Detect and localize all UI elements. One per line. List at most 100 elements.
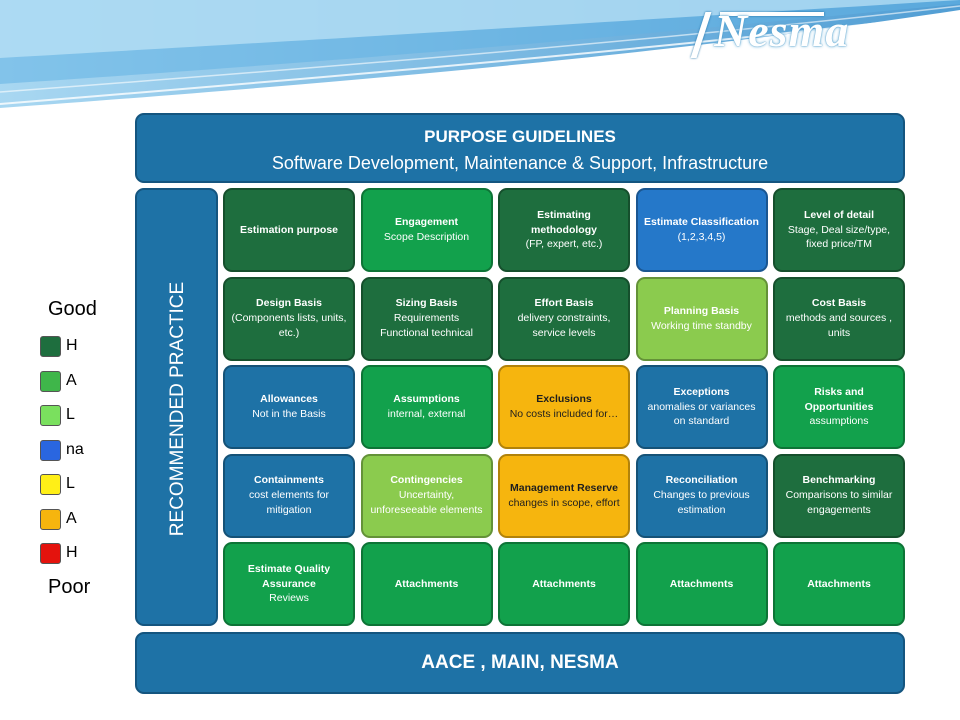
legend-item-label: H [66,544,78,561]
practice-cell-title: Exclusions [536,393,592,406]
legend-swatch-icon [40,508,61,530]
legend-item-label: A [66,509,77,527]
legend-item-label: A [66,371,77,389]
legend-item: A [40,508,130,531]
practice-cell-title: Attachments [394,577,459,590]
legend-swatch-icon [40,474,61,495]
practice-cell-description: internal, external [387,408,466,420]
practice-cell-description: Working time standby [651,319,752,332]
practice-cell-title: Estimating methodology [531,208,597,236]
practice-cell-title: Management Reserve [510,481,618,494]
practice-cell-title: Assumptions [393,393,460,406]
practice-cell-title: Estimation purpose [239,223,338,236]
practice-cell-title: Benchmarking [802,474,876,487]
practice-cell-title: Allowances [260,393,318,406]
practice-cell: Exceptions anomalies or variances on stan… [635,365,768,449]
practice-cell-title: Estimate Quality Assurance [247,562,331,590]
legend-swatch-icon [40,370,61,392]
practice-cell: Management Reserve changes in scope, effo… [498,453,630,538]
nesma-logo: Nesma [714,5,850,56]
legend-item: L [40,405,130,427]
practice-cell: Attachments [498,542,630,626]
legend-item: L [40,474,130,496]
practice-cell-title: Design Basis [256,297,322,310]
practice-cell-description: changes in scope, effort [508,496,620,509]
recommended-practice-label: RECOMMENDED PRACTICE [167,281,188,537]
practice-cell-title: Exceptions [673,385,730,398]
practice-cell-description: Scope Description [383,231,470,243]
practice-cell-description: Reviews [269,592,309,605]
practice-cell-description: Not in the Basis [252,408,326,420]
practice-cell-title: Containments [253,474,324,487]
practice-cell-title: Estimate Classification [644,216,759,229]
practice-cell-description: Requirements Functional technical [380,312,473,339]
practice-cell: Estimation purpose [223,188,355,272]
practice-cell-title: Sizing Basis [395,297,458,310]
practice-cell-title: Planning Basis [663,304,740,317]
legend-item: na [40,439,130,462]
legend-swatch-icon [40,336,61,357]
practice-cell-description: (FP, expert, etc.) [525,238,603,251]
practice-cell: Containments cost elements for mitigation [223,453,355,538]
practice-cell: Estimate Classification (1,2,3,4,5) [635,188,768,272]
footer-text: AACE , MAIN, NESMA [421,652,619,673]
legend-swatch-icon [40,405,61,426]
legend-item-label: na [66,440,84,458]
practice-cell: Risks and Opportunities assumptions [773,365,905,449]
practice-cell-description: Stage, Deal size/type, fixed price/TM [787,223,891,251]
practice-cell-title: Attachments [807,577,871,590]
legend-item-label: L [66,406,75,423]
practice-cell-title: Contingencies [390,474,463,487]
header-subtitle: Software Development, Maintenance & Supp… [271,153,769,173]
background-waves [0,0,960,108]
legend-good-label: Good [48,298,97,320]
legend-item-label: H [66,337,78,354]
practice-cell: Attachments [773,542,905,626]
practice-cell: Estimating methodology (FP, expert, etc.) [498,188,630,272]
practice-cell-title: Risks and Opportunities [804,385,874,413]
sources-footer: AACE , MAIN, NESMA [135,632,905,694]
practice-cell-description: No costs included for… [509,408,619,420]
practice-cell-title: Cost Basis [811,297,867,310]
legend-item: A [40,370,130,393]
practice-cell-description: Uncertainty, unforeseeable elements [370,489,483,516]
practice-cell-description: (1,2,3,4,5) [677,231,726,243]
practice-cell-description: (Components lists, units, etc.) [231,312,347,339]
practice-cell-title: Attachments [669,577,734,590]
practice-cell-description: cost elements for mitigation [249,489,329,516]
practice-cell: Assumptions internal, external [360,365,493,449]
practice-cell-title: Attachments [532,577,596,590]
recommended-practice-bar: RECOMMENDED PRACTICE [135,188,218,626]
legend-swatch-icon [40,439,61,461]
practice-cell-description: delivery constraints, service levels [517,312,611,339]
practice-cell-title: Engagement [394,216,458,229]
legend-item-label: L [66,475,75,492]
practice-cell-title: Reconciliation [665,474,738,487]
legend-poor-label: Poor [48,576,91,598]
header-title: PURPOSE GUIDELINES [424,127,616,146]
practice-cell-title: Level of detail [803,208,875,221]
practice-cell: Exclusions No costs included for… [498,365,630,449]
legend-item: H [40,336,130,358]
legend-swatch-icon [40,543,61,564]
legend-item: H [40,543,130,565]
practice-cell-description: Comparisons to similar engagements [785,489,893,516]
practice-cell-description: anomalies or variances on standard [647,400,756,428]
practice-cell: Attachments [360,542,493,626]
practice-cell-description: assumptions [809,415,869,428]
practice-cell: Design Basis (Components lists, units, et… [223,276,355,361]
practice-cell-description: Changes to previous estimation [653,489,750,516]
logo-line-icon [720,12,824,16]
